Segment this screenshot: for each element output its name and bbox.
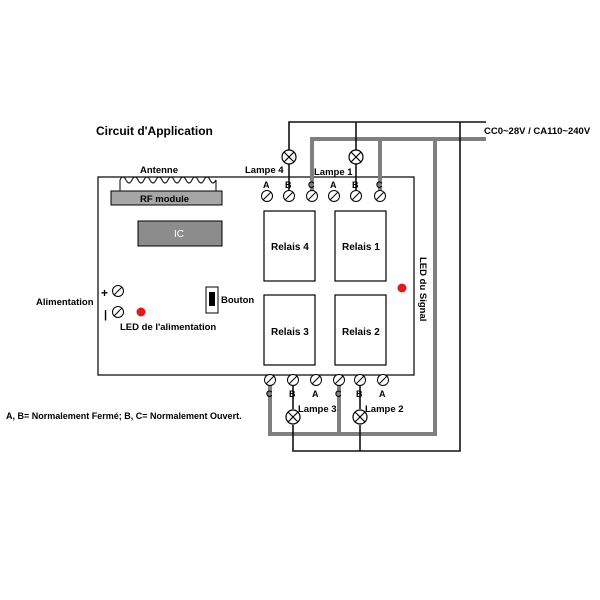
antenna-coil (119, 176, 217, 192)
terminal-bottom-label-5: B (356, 389, 363, 399)
power-minus-sign: | (104, 309, 107, 321)
power-label: Alimentation (36, 297, 94, 308)
terminal-bottom-5 (354, 374, 366, 386)
power-terminal-plus (112, 285, 124, 297)
relay-3-box (263, 294, 316, 366)
terminal-top-4 (328, 190, 340, 202)
terminal-bottom-label-4: C (335, 389, 342, 399)
terminal-bottom-label-6: A (379, 389, 386, 399)
terminal-top-5 (350, 190, 362, 202)
power-led (136, 307, 146, 317)
button-label: Bouton (221, 295, 254, 306)
supply-label: CC0~28V / CA110~240V (484, 126, 591, 137)
rf-module (110, 190, 223, 206)
terminal-bottom-row (264, 374, 389, 386)
power-terminal-minus (112, 306, 124, 318)
relay-1-box (334, 210, 387, 282)
ic-chip (137, 220, 223, 247)
common-wire-right (268, 139, 437, 436)
terminal-bottom-3 (310, 374, 322, 386)
terminal-bottom-2 (287, 374, 299, 386)
terminal-top-label-4: A (330, 180, 337, 190)
relay-4-label: Relais 4 (271, 242, 309, 253)
terminal-top-label-2: B (285, 180, 292, 190)
diagram-title: Circuit d'Application (96, 124, 213, 138)
supply-return-wire (292, 122, 461, 452)
terminal-top-label-6: C (376, 180, 383, 190)
terminal-bottom-6 (377, 374, 389, 386)
terminal-top-row (261, 190, 386, 202)
terminal-bottom-4 (333, 374, 345, 386)
lamp-2-icon (352, 409, 368, 425)
terminal-bottom-1 (264, 374, 276, 386)
terminal-top-3 (306, 190, 318, 202)
relay-1-label: Relais 1 (342, 242, 380, 253)
power-plus-sign: + (101, 286, 108, 300)
lamp-4-icon (281, 149, 297, 165)
terminal-top-2 (283, 190, 295, 202)
lamp-3-label: Lampe 3 (298, 404, 337, 415)
lamp-1-icon (348, 149, 364, 165)
lamp-1-label: Lampe 1 (314, 167, 353, 178)
signal-led (397, 283, 407, 293)
relay-4-box (263, 210, 316, 282)
signal-led-label: LED du Signal (417, 257, 428, 321)
power-led-label: LED de l'alimentation (120, 322, 216, 333)
ic-label: IC (174, 229, 184, 240)
relay-2-box (334, 294, 387, 366)
rf-module-label: RF module (140, 194, 189, 205)
contact-legend-note: A, B= Normalement Fermé; B, C= Normaleme… (6, 411, 242, 421)
terminal-bottom-label-3: A (312, 389, 319, 399)
antenna-label: Antenne (140, 165, 178, 176)
terminal-top-label-5: B (352, 180, 359, 190)
terminal-top-1 (261, 190, 273, 202)
lamp-3-icon (285, 409, 301, 425)
terminal-bottom-label-2: B (289, 389, 296, 399)
lamp-4-label: Lampe 4 (245, 165, 284, 176)
relay-3-label: Relais 3 (271, 327, 309, 338)
push-button-cap (209, 292, 215, 306)
relay-2-label: Relais 2 (342, 327, 380, 338)
terminal-top-label-3: C (308, 180, 315, 190)
terminal-top-6 (374, 190, 386, 202)
supply-wire-dark (288, 121, 486, 160)
lamp-2-label: Lampe 2 (365, 404, 404, 415)
terminal-top-label-1: A (263, 180, 270, 190)
terminal-bottom-label-1: C (266, 389, 273, 399)
